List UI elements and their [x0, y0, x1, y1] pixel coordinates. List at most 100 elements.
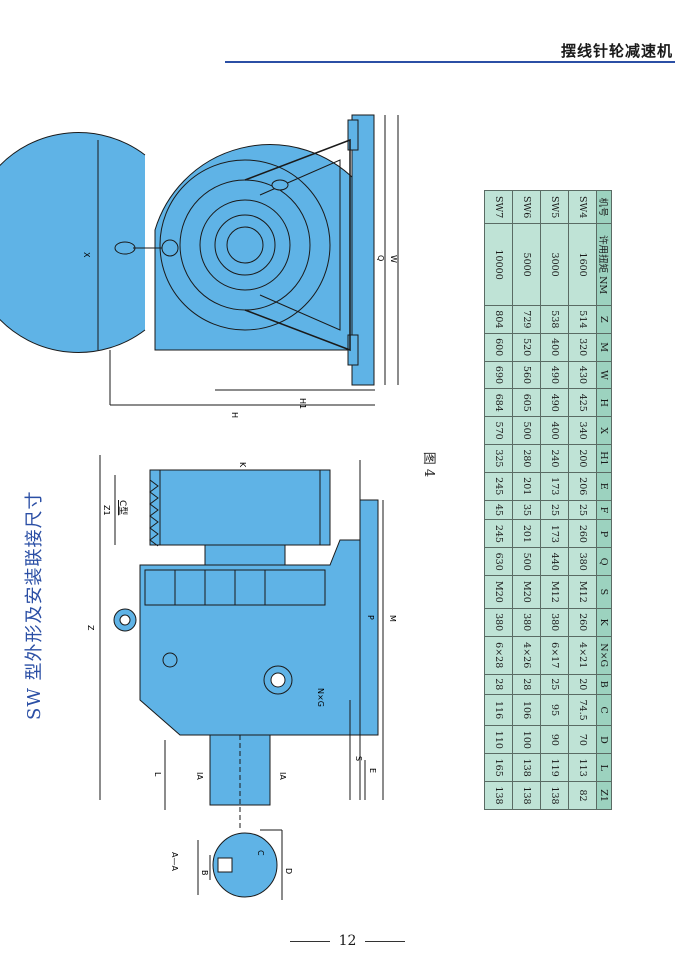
table-cell: 119: [540, 753, 569, 782]
table-header-cell: B: [596, 674, 612, 695]
table-cell: 380: [484, 608, 513, 637]
footer-rule-left: [290, 940, 331, 942]
dim-k: K: [238, 462, 247, 468]
table-cell: 500: [512, 547, 541, 576]
page-header-title: 摆线针轮减速机: [560, 42, 673, 60]
table-cell: 500: [512, 416, 541, 445]
table-cell: 804: [484, 305, 513, 334]
dim-b: B: [200, 870, 209, 876]
dim-h1: H1: [298, 398, 307, 409]
table-cell: 260: [568, 519, 597, 548]
table-cell: 74.5: [568, 694, 597, 726]
table-header-cell: Z: [596, 305, 612, 334]
table-cell: 165: [484, 753, 513, 782]
table-cell: M20: [484, 575, 513, 609]
table-cell: 113: [568, 753, 597, 782]
table-header-cell: M: [596, 333, 612, 362]
table-cell: 45: [484, 500, 513, 520]
dim-c: C: [256, 850, 265, 856]
table-header-cell: X: [596, 416, 612, 445]
table-cell: 10000: [484, 223, 513, 306]
table-cell: 3000: [540, 223, 569, 306]
dim-h: H: [230, 412, 239, 418]
section-label: A—A: [170, 852, 179, 871]
dim-w: W: [389, 255, 398, 263]
table-header-cell: C: [596, 694, 612, 726]
figure-label: 图 4: [421, 451, 437, 478]
table-cell: 95: [540, 694, 569, 726]
table-cell: 138: [540, 781, 569, 810]
table-cell: 400: [540, 333, 569, 362]
dim-z1: Z1: [102, 505, 111, 516]
table-cell: 110: [484, 725, 513, 754]
table-cell: 4×26: [512, 636, 541, 675]
table-cell: 440: [540, 547, 569, 576]
table-cell: 538: [540, 305, 569, 334]
side-view: [99, 455, 384, 830]
table-header-cell: H1: [596, 444, 612, 473]
table-cell: 560: [512, 361, 541, 389]
table-cell: 245: [484, 519, 513, 548]
table-header-cell: N×G: [596, 636, 612, 675]
table-cell: 90: [540, 725, 569, 754]
table-header-cell: Z1: [596, 781, 612, 810]
table-cell: 245: [484, 472, 513, 501]
table-cell: 490: [540, 388, 569, 417]
footer-rule-right: [364, 940, 405, 942]
dim-ia-1: IA: [195, 772, 204, 780]
dim-l: L: [153, 772, 162, 777]
table-cell: 340: [568, 416, 597, 445]
table-cell: SW7: [484, 190, 513, 224]
table-cell: 200: [568, 444, 597, 473]
table-cell: 25: [540, 674, 569, 695]
table-cell: 201: [512, 472, 541, 501]
dim-q: Q: [376, 255, 385, 261]
table-cell: 138: [484, 781, 513, 810]
table-cell: 430: [568, 361, 597, 389]
table-cell: SW4: [568, 190, 597, 224]
dim-m: M: [388, 615, 397, 622]
table-cell: 100: [512, 725, 541, 754]
table-cell: M12: [540, 575, 569, 609]
table-cell: 70: [568, 725, 597, 754]
dim-p: P: [366, 615, 375, 620]
dim-d: D: [284, 868, 293, 874]
table-cell: 240: [540, 444, 569, 473]
dim-s: S: [354, 756, 363, 761]
table-cell: 729: [512, 305, 541, 334]
table-cell: 380: [568, 547, 597, 576]
table-cell: 6×28: [484, 636, 513, 675]
table-cell: 20: [568, 674, 597, 695]
table-header-cell: Q: [596, 547, 612, 576]
page-footer: 12: [0, 933, 695, 949]
table-cell: 173: [540, 472, 569, 501]
table-header-cell: S: [596, 575, 612, 609]
table-header-cell: 机号: [596, 190, 612, 224]
table-cell: M20: [512, 575, 541, 609]
table-header-cell: D: [596, 725, 612, 754]
section-a-a: [197, 829, 283, 900]
table-cell: 4×21: [568, 636, 597, 675]
table-cell: 6×17: [540, 636, 569, 675]
table-cell: 116: [484, 694, 513, 726]
table-cell: 138: [512, 781, 541, 810]
table-cell: SW5: [540, 190, 569, 224]
table-cell: 35: [512, 500, 541, 520]
table-cell: SW6: [512, 190, 541, 224]
table-header-cell: F: [596, 500, 612, 520]
table-cell: 5000: [512, 223, 541, 306]
dim-e: E: [368, 768, 377, 773]
table-cell: 425: [568, 388, 597, 417]
table-cell: 600: [484, 333, 513, 362]
table-cell: 320: [568, 333, 597, 362]
table-cell: 490: [540, 361, 569, 389]
table-header-cell: W: [596, 361, 612, 389]
table-cell: 173: [540, 519, 569, 548]
table-header-cell: L: [596, 753, 612, 782]
table-cell: 206: [568, 472, 597, 501]
table-cell: 1600: [568, 223, 597, 306]
